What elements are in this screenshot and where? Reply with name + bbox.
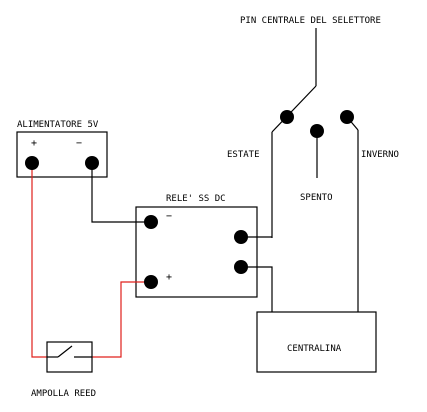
- reed-to-relay-plus-wire: [92, 281, 151, 358]
- selector-contact-spento: [310, 124, 324, 138]
- relay-plus-terminal: [144, 275, 158, 289]
- relay-out2-to-controller-wire: [241, 266, 273, 312]
- supply-minus-sign: −: [76, 138, 82, 149]
- relay-output1-terminal: [234, 230, 248, 244]
- off-label: SPENTO: [300, 193, 333, 203]
- selector-lever: [271, 85, 317, 133]
- supply-plus-sign: +: [31, 138, 37, 149]
- reed-switch-symbol: [47, 345, 92, 358]
- supply-plus-to-reed-wire: [31, 163, 47, 358]
- controller-box: [256, 311, 377, 373]
- relay-plus-sign: +: [166, 272, 172, 283]
- selector-contact-inverno: [340, 110, 354, 124]
- controller-label: CENTRALINA: [287, 344, 342, 354]
- relay-output2-terminal: [234, 260, 248, 274]
- relay-minus-sign: −: [166, 211, 172, 222]
- reed-label: AMPOLLA REED: [31, 389, 96, 399]
- selector-pin-label: PIN CENTRALE DEL SELETTORE: [240, 16, 381, 26]
- supply-plus-terminal: [25, 156, 39, 170]
- supply-minus-to-relay-minus-wire: [91, 163, 151, 223]
- selector-switch: [271, 28, 359, 312]
- positive-wires: [31, 163, 151, 358]
- selector-contact-estate: [280, 110, 294, 124]
- relay-label: RELE' SS DC: [166, 194, 226, 204]
- supply-label: ALIMENTATORE 5V: [17, 120, 99, 130]
- supply-minus-terminal: [85, 156, 99, 170]
- summer-label: ESTATE: [227, 150, 260, 160]
- relay-minus-terminal: [144, 215, 158, 229]
- winter-label: INVERNO: [361, 150, 399, 160]
